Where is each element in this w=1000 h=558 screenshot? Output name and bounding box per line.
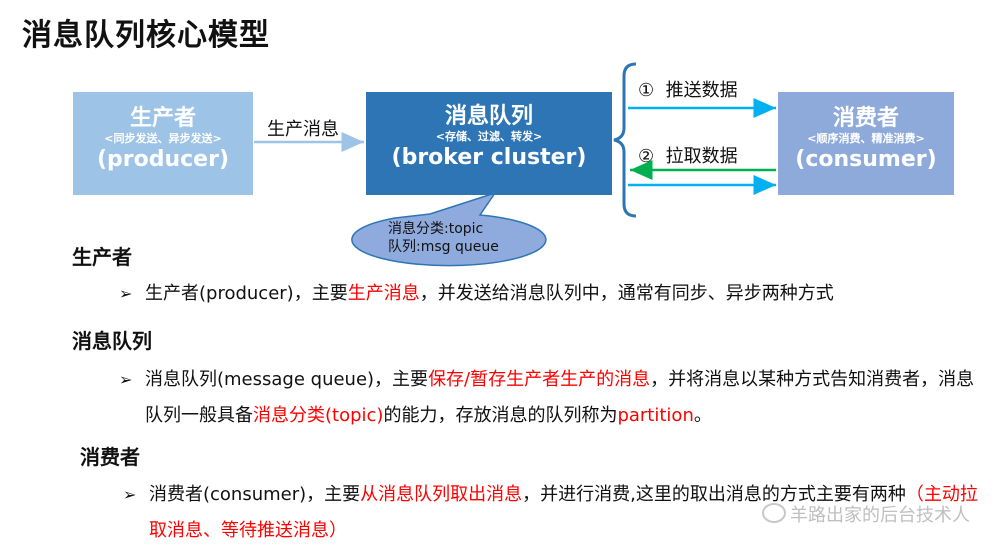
consumer-sub: <顺序消费、精准消费> <box>807 132 925 145</box>
wechat-icon <box>762 503 786 523</box>
bullet-arrow-icon: ➢ <box>119 284 133 303</box>
producer-en: (producer) <box>96 147 230 172</box>
bullet-broker: ➢ 消息队列(message queue)，主要保存/暂存生产者生产的消息，并将… <box>119 362 975 434</box>
highlight-text: 从消息队列取出消息 <box>360 484 523 505</box>
bullet-text: 消费者(consumer)，主要 <box>149 484 361 505</box>
watermark-text: 羊路出家的后台技术人 <box>790 505 970 526</box>
broker-box: 消息队列 <存储、过滤、转发> (broker cluster) <box>366 92 612 195</box>
highlight-text: 消息分类(topic) <box>253 405 384 426</box>
bullet-producer: ➢ 生产者(producer)，主要生产消息，并发送给消息队列中，通常有同步、异… <box>119 276 975 312</box>
bullet-text: ，并进行消费,这里的取出消息的方式主要有两种 <box>522 484 906 505</box>
highlight-text: 生产消息 <box>347 283 420 304</box>
producer-sub: <同步发送、异步发送> <box>104 132 222 145</box>
bullet-consumer: ➢ 消费者(consumer)，主要从消息队列取出消息，并进行消费,这里的取出消… <box>123 477 979 549</box>
callout-line-1: 消息分类:topic <box>388 221 484 237</box>
pull-label: ② 拉取数据 <box>638 146 738 167</box>
callout-line-2: 队列:msg queue <box>388 239 499 255</box>
bullet-arrow-icon: ➢ <box>123 485 137 504</box>
bracket <box>613 62 637 218</box>
broker-name: 消息队列 <box>444 104 533 129</box>
callout-text: 消息分类:topic 队列:msg queue <box>388 220 499 256</box>
bullet-arrow-icon: ➢ <box>119 370 133 389</box>
producer-name: 生产者 <box>129 106 196 131</box>
highlight-text: partition <box>617 405 694 426</box>
bullet-text: 。 <box>693 405 712 426</box>
bullet-text: 的能力，存放消息的队列称为 <box>383 405 618 426</box>
consumer-en: (consumer) <box>795 147 937 172</box>
heading-producer: 生产者 <box>72 245 132 269</box>
bullet-text: ，并将消息以某种方式告知消费者，消息队列一般具备 <box>145 369 975 426</box>
push-label: ① 推送数据 <box>638 80 738 101</box>
consumer-name: 消费者 <box>832 106 899 131</box>
produce-arrow-label: 生产消息 <box>267 119 339 140</box>
producer-box: 生产者 <同步发送、异步发送> (producer) <box>73 92 253 195</box>
page-title: 消息队列核心模型 <box>22 18 270 53</box>
heading-broker: 消息队列 <box>72 329 152 353</box>
highlight-text: （主动拉取消息、等待推送消息） <box>149 484 978 541</box>
watermark: 羊路出家的后台技术人 <box>762 501 970 527</box>
broker-sub: <存储、过滤、转发> <box>435 130 543 143</box>
bullet-text: 生产者(producer)，主要 <box>145 283 348 304</box>
heading-consumer: 消费者 <box>80 445 140 469</box>
bullet-text: ，并发送给消息队列中，通常有同步、异步两种方式 <box>419 283 834 304</box>
highlight-text: 保存/暂存生产者生产的消息 <box>428 369 651 390</box>
callout-bubble <box>351 191 547 267</box>
broker-en: (broker cluster) <box>391 145 587 170</box>
consumer-box: 消费者 <顺序消费、精准消费> (consumer) <box>778 92 954 195</box>
bullet-text: 消息队列(message queue)，主要 <box>145 369 429 390</box>
